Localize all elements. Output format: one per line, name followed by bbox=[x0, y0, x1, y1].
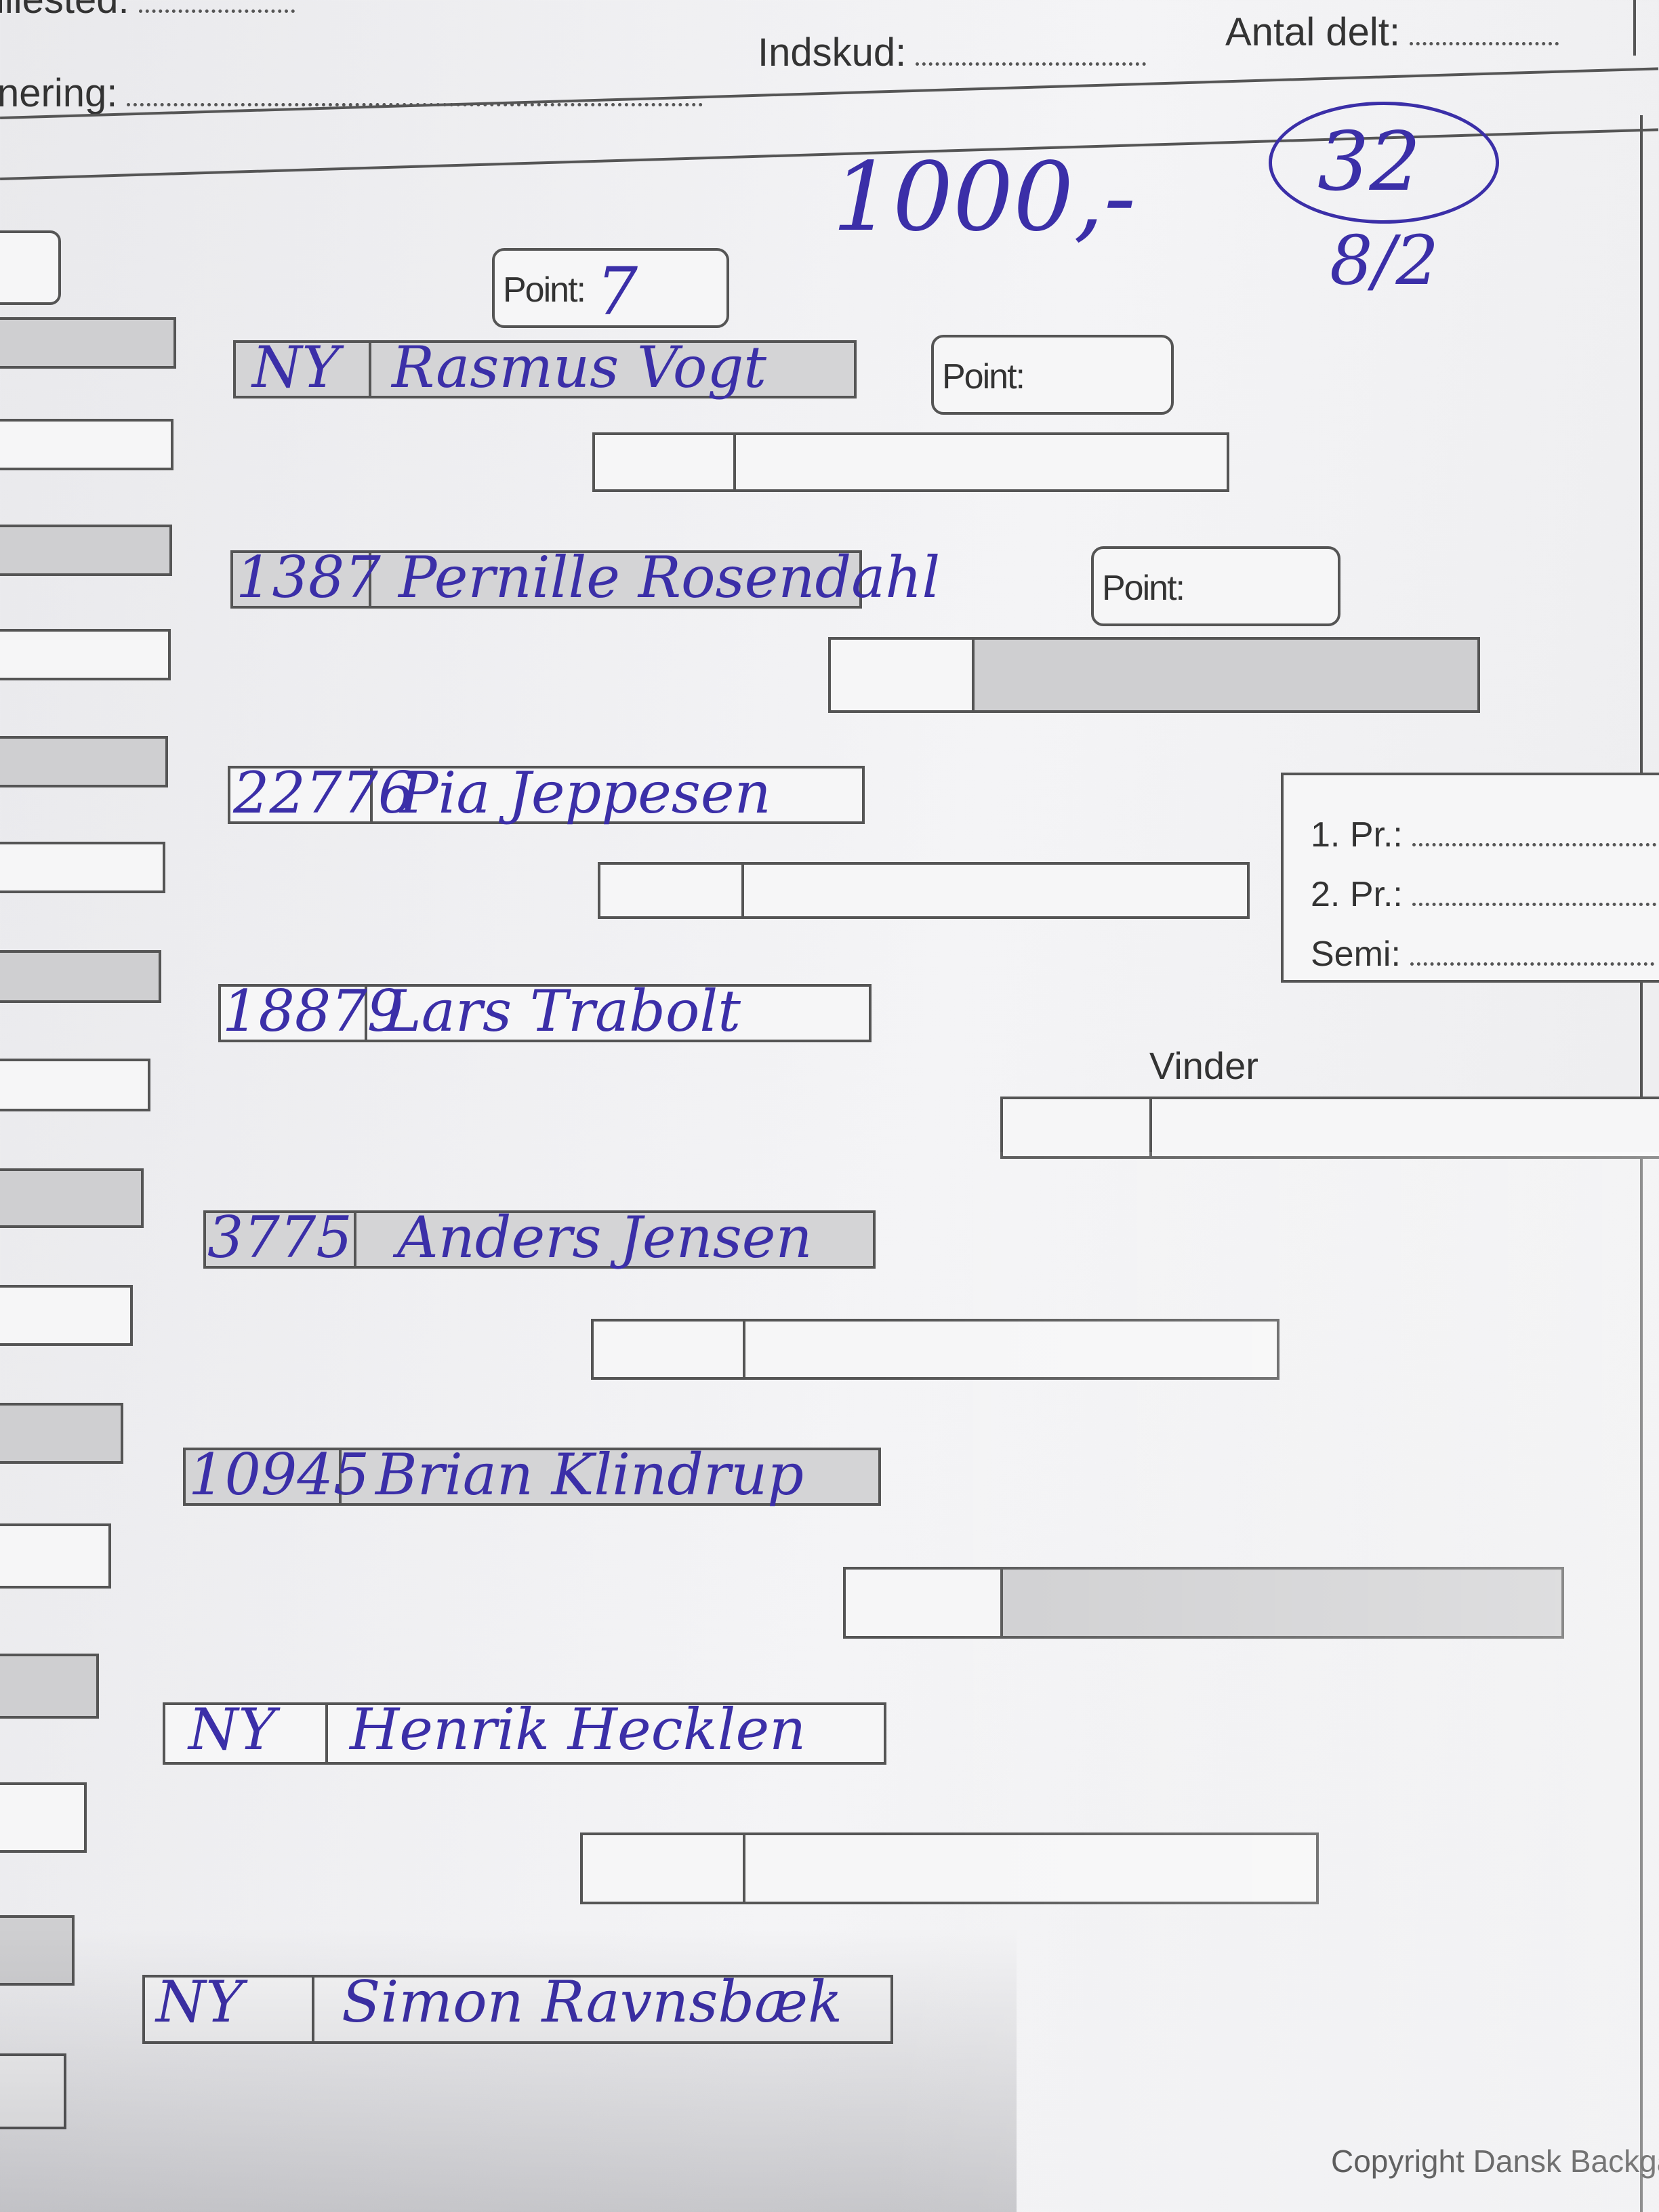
prize-box: 1. Pr.: 2. Pr.: Semi: bbox=[1281, 773, 1659, 983]
copyright-text: Copyright Dansk Backgam bbox=[1331, 2144, 1659, 2179]
player-id: 10945 bbox=[188, 1441, 370, 1508]
player-slot[interactable]: 10945 Brian Klindrup bbox=[183, 1441, 881, 1508]
circled-count-ring bbox=[1269, 102, 1499, 224]
main-border-right bbox=[1640, 115, 1643, 2212]
left-box bbox=[0, 950, 161, 1003]
left-box bbox=[0, 1782, 87, 1853]
player-name: Pernille Rosendahl bbox=[398, 544, 941, 611]
left-box bbox=[0, 230, 61, 305]
player-name: Anders Jensen bbox=[397, 1204, 813, 1271]
player-name: Lars Trabolt bbox=[384, 978, 741, 1044]
left-box bbox=[0, 525, 172, 576]
circled-count: 32 bbox=[1317, 115, 1421, 209]
photo-highlight bbox=[880, 1152, 1659, 2212]
left-box bbox=[0, 1403, 123, 1464]
player-id: NY bbox=[156, 1969, 243, 2035]
point-value: 7 bbox=[596, 253, 638, 329]
left-box bbox=[0, 736, 168, 787]
player-slot[interactable]: NY Simon Ravnsbæk bbox=[142, 1969, 893, 2044]
player-id: NY bbox=[252, 334, 340, 401]
player-slot[interactable]: 1387 Pernille Rosendahl bbox=[230, 544, 940, 611]
winner-slot[interactable] bbox=[1000, 1097, 1659, 1159]
player-id: 18879 bbox=[222, 978, 404, 1044]
player-name: Henrik Hecklen bbox=[350, 1696, 806, 1763]
player-slot[interactable]: 3775 Anders Jensen bbox=[203, 1204, 876, 1271]
round2-slot[interactable] bbox=[592, 432, 1229, 492]
prize-second: 2. Pr.: bbox=[1311, 874, 1656, 915]
round3-slot[interactable] bbox=[843, 1567, 1564, 1639]
left-box bbox=[0, 317, 176, 369]
player-id: NY bbox=[188, 1696, 276, 1763]
player-id: 1387 bbox=[236, 544, 381, 611]
left-box bbox=[0, 1654, 99, 1719]
player-name: Simon Ravnsbæk bbox=[342, 1969, 842, 2035]
left-box bbox=[0, 1285, 133, 1346]
point-box[interactable]: Point: bbox=[1091, 546, 1340, 626]
left-box bbox=[0, 1059, 150, 1111]
left-box bbox=[0, 1168, 144, 1228]
player-id: 22776 bbox=[233, 760, 415, 826]
player-id: 3775 bbox=[207, 1204, 352, 1271]
header-top-fragment: illested: bbox=[0, 0, 295, 22]
round2-slot[interactable] bbox=[580, 1832, 1319, 1904]
prize-first: 1. Pr.: bbox=[1311, 815, 1656, 855]
left-box bbox=[0, 419, 173, 470]
player-slot[interactable]: 22776 Pia Jeppesen bbox=[228, 760, 865, 826]
point-label: Point: bbox=[1102, 569, 1185, 608]
header-indskud: Indskud: bbox=[758, 30, 1147, 75]
left-box bbox=[0, 2053, 66, 2129]
left-box bbox=[0, 1523, 111, 1589]
point-box[interactable]: Point: bbox=[931, 335, 1174, 415]
header-ordering-fragment: nering: bbox=[0, 70, 703, 116]
round2-slot[interactable] bbox=[598, 862, 1250, 919]
point-box[interactable]: Point: 7 bbox=[492, 248, 729, 329]
winner-label: Vinder bbox=[1149, 1044, 1258, 1087]
player-slot[interactable]: NY Henrik Hecklen bbox=[163, 1696, 886, 1765]
header-border-right bbox=[1633, 0, 1636, 56]
entry-fee-annotation: 1000,- bbox=[832, 142, 1136, 253]
round3-slot[interactable] bbox=[828, 637, 1480, 713]
date-annotation: 8/2 bbox=[1330, 221, 1439, 300]
player-name: Pia Jeppesen bbox=[400, 760, 771, 826]
player-name: Rasmus Vogt bbox=[392, 334, 766, 401]
player-slot[interactable]: NY Rasmus Vogt bbox=[233, 334, 857, 401]
left-box bbox=[0, 1915, 75, 1986]
player-slot[interactable]: 18879 Lars Trabolt bbox=[218, 978, 872, 1044]
point-label: Point: bbox=[942, 357, 1025, 396]
round2-slot[interactable] bbox=[591, 1319, 1279, 1380]
player-name: Brian Klindrup bbox=[375, 1441, 804, 1508]
header-antal-delt: Antal delt: bbox=[1225, 9, 1559, 55]
left-box bbox=[0, 629, 171, 680]
left-box bbox=[0, 842, 165, 893]
prize-semi: Semi: bbox=[1311, 934, 1654, 975]
point-label: Point: bbox=[503, 270, 586, 310]
